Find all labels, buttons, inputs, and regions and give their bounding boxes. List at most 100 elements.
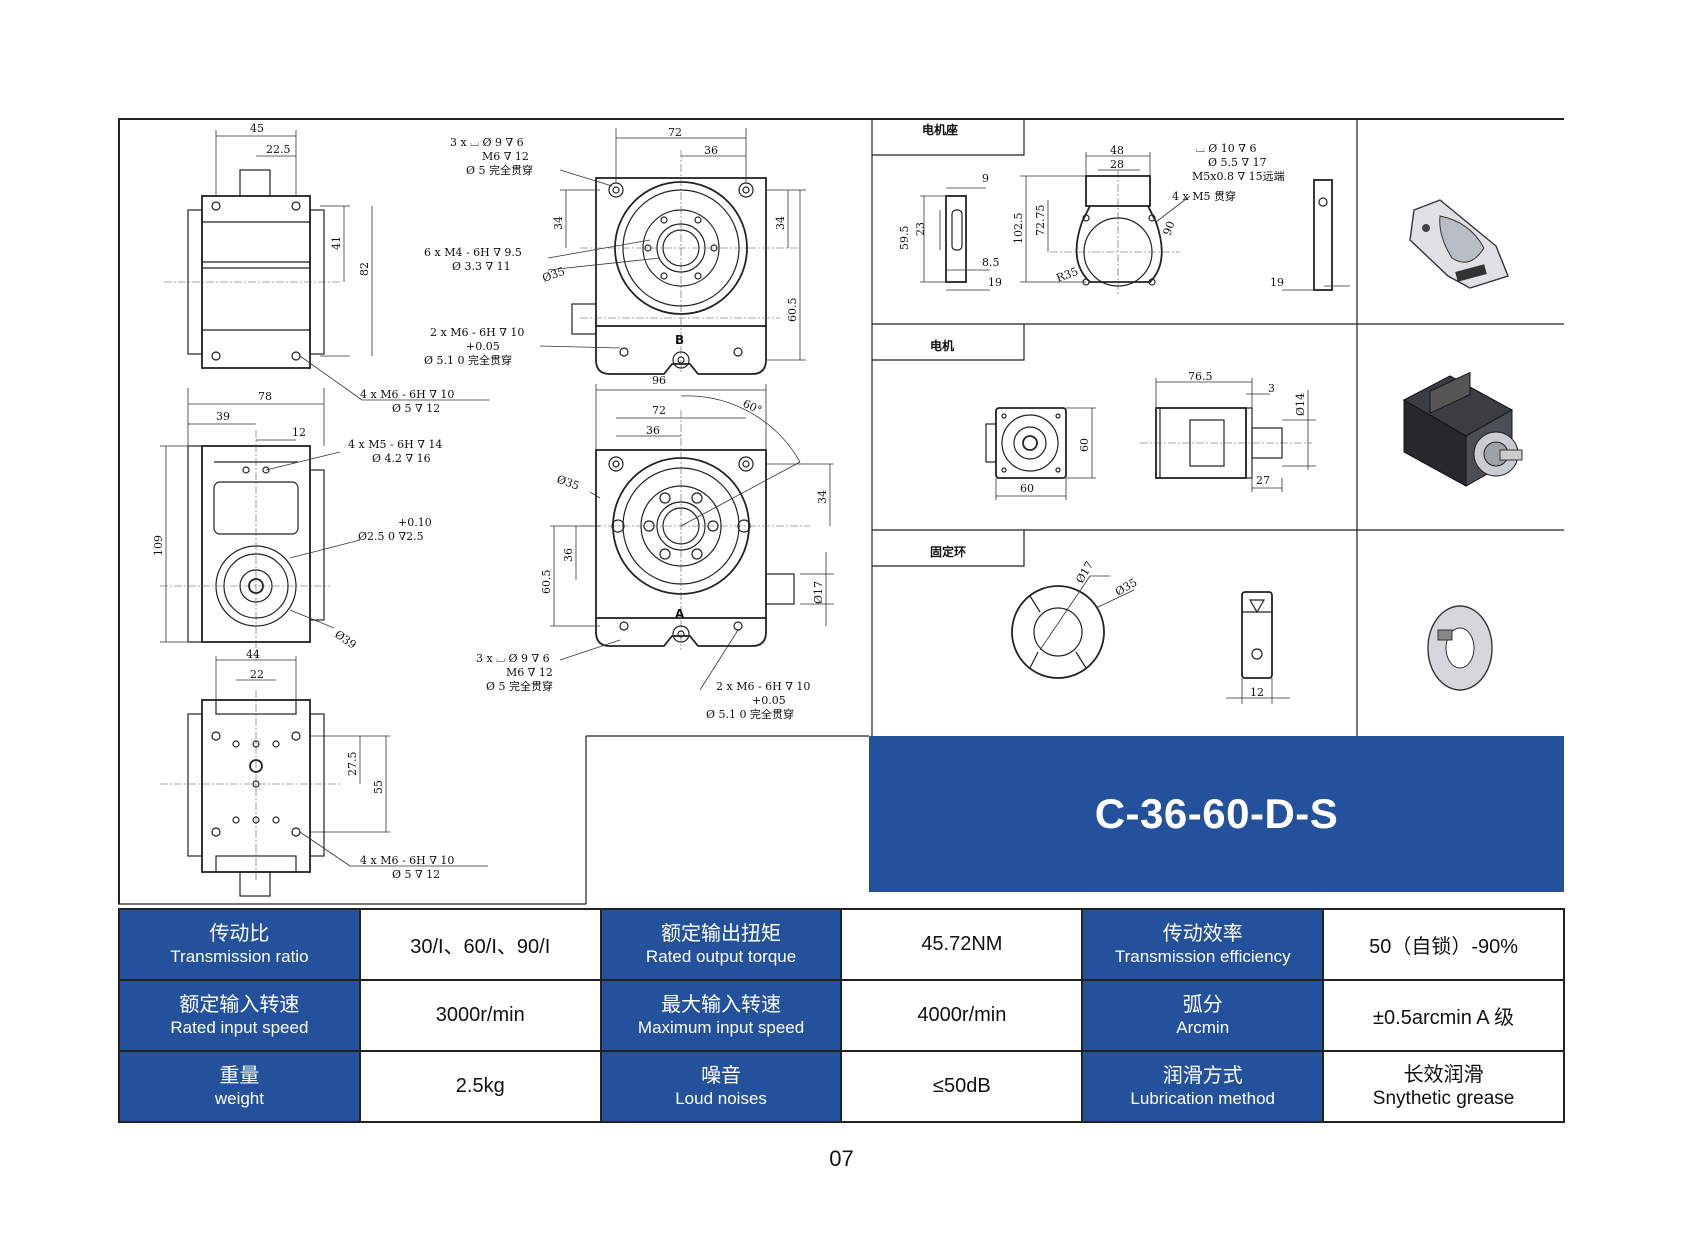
left-bottom-view: 44 22 27.5 55 4 x M6 - 6H ∇ 10 Ø 5 ∇ 12 xyxy=(160,648,488,897)
dim-34-left: 34 xyxy=(552,216,565,230)
mount-callout-1: ⌴ Ø 10 ∇ 6 xyxy=(1196,142,1256,155)
page-number: 07 xyxy=(829,1146,854,1171)
b-callout-6x-sub: Ø 3.3 ∇ 11 xyxy=(452,260,511,273)
dim-a-36-v: 36 xyxy=(562,548,575,562)
drawing-left-border xyxy=(118,118,120,904)
mount-dim-23: 23 xyxy=(914,222,927,236)
dim-45: 45 xyxy=(250,122,264,135)
a-callout-2x-tol: +0.05 xyxy=(752,694,786,707)
b-callout-6x: 6 x M4 - 6H ∇ 9.5 xyxy=(424,246,522,259)
spec-value-maximum-input-speed: 4000r/min xyxy=(840,979,1084,1052)
dim-a-60-5: 60.5 xyxy=(540,570,553,595)
callout-bottom-4x-m6-sub: Ø 5 ∇ 12 xyxy=(392,868,440,881)
mount-dim-8-5: 8.5 xyxy=(982,256,1000,269)
callout-4x-m6-sub: Ø 5 ∇ 12 xyxy=(392,402,440,415)
motor-dim-60-v: 60 xyxy=(1078,438,1091,452)
mount-callout-4: 4 x M5 贯穿 xyxy=(1172,189,1236,203)
b-callout-2x: 2 x M6 - 6H ∇ 10 xyxy=(430,326,524,339)
spec-value-transmission-ratio: 30/I、60/I、90/I xyxy=(358,908,602,981)
fixing-ring-render xyxy=(1427,605,1493,691)
dim-60-deg: 60° xyxy=(741,397,764,417)
dim-55: 55 xyxy=(372,780,385,794)
b-callout-3x-sub: Ø 5 完全贯穿 xyxy=(466,163,533,177)
mount-dim-side-19: 19 xyxy=(1270,276,1284,289)
motor-panel: 电机 60 60 76.5 3 Ø14 27 xyxy=(930,338,1523,500)
view-b-label: B xyxy=(675,333,684,347)
motor-dim-76-5: 76.5 xyxy=(1188,370,1213,383)
motor-render xyxy=(1402,371,1523,487)
callout-dia25: Ø2.5 0 ∇2.5 xyxy=(358,530,424,543)
callout-bottom-4x-m6: 4 x M6 - 6H ∇ 10 xyxy=(360,854,454,867)
dim-a-dia17: Ø17 xyxy=(812,581,825,604)
a-callout-3x: 3 x ⌴ Ø 9 ∇ 6 xyxy=(476,652,550,665)
mount-dim-28: 28 xyxy=(1110,158,1124,171)
dim-96: 96 xyxy=(652,374,666,387)
dim-12: 12 xyxy=(292,426,306,439)
dim-72: 72 xyxy=(668,126,682,139)
a-callout-2x: 2 x M6 - 6H ∇ 10 xyxy=(716,680,810,693)
b-callout-2x-sub: Ø 5.1 0 完全贯穿 xyxy=(424,353,512,367)
dim-82: 82 xyxy=(358,262,371,276)
mount-dim-102-5: 102.5 xyxy=(1012,213,1025,245)
center-view-a: 96 72 36 60° 34 36 60.5 Ø17 Ø35 3 x ⌴ Ø … xyxy=(476,374,834,721)
left-mid-view: 78 39 12 109 4 x M5 - 6H ∇ 14 Ø 4.2 ∇ 16… xyxy=(152,388,442,660)
motor-mount-render xyxy=(1409,199,1509,289)
motor-dim-60-h: 60 xyxy=(1020,482,1034,495)
callout-4x-m6: 4 x M6 - 6H ∇ 10 xyxy=(360,388,454,401)
mount-dim-19: 19 xyxy=(988,276,1002,289)
spec-value-rated-output-torque: 45.72NM xyxy=(840,908,1084,981)
dim-78: 78 xyxy=(258,390,272,403)
dim-109: 109 xyxy=(152,535,165,556)
product-title-banner: C-36-60-D-S xyxy=(869,736,1564,892)
motor-mount-panel: 电机座 9 59.5 23 8.5 19 48 28 102.5 72.75 R… xyxy=(898,122,1509,296)
b-callout-2x-tol: +0.05 xyxy=(466,340,500,353)
a-callout-3x-m6: M6 ∇ 12 xyxy=(506,666,553,679)
mount-dim-48: 48 xyxy=(1110,144,1124,157)
motor-mount-label: 电机座 xyxy=(922,122,958,137)
b-dia35: Ø35 xyxy=(541,265,567,285)
motor-dim-dia14: Ø14 xyxy=(1294,393,1307,416)
dim-22: 22 xyxy=(250,668,264,681)
dim-27-5: 27.5 xyxy=(346,752,359,777)
center-view-b: 72 36 34 34 60.5 3 x ⌴ Ø 9 ∇ 6 M6 ∇ 12 Ø… xyxy=(424,126,806,375)
spec-value-arcmin: ±0.5arcmin A 级 xyxy=(1322,979,1565,1052)
dim-22-5: 22.5 xyxy=(266,143,291,156)
a-callout-2x-sub: Ø 5.1 0 完全贯穿 xyxy=(706,707,794,721)
dim-a-34: 34 xyxy=(816,490,829,504)
left-top-view: 45 22.5 41 82 4 x M6 - 6H ∇ 10 Ø 5 ∇ 12 xyxy=(164,122,490,415)
ring-dim-dia35: Ø35 xyxy=(1113,576,1139,599)
mount-dim-90: 90 xyxy=(1161,219,1178,237)
dim-34-right: 34 xyxy=(774,216,787,230)
dim-a-dia35: Ø35 xyxy=(555,473,581,493)
drawing-top-border xyxy=(118,118,1564,120)
mount-callout-2: Ø 5.5 ∇ 17 xyxy=(1208,156,1267,169)
mount-dim-59-5: 59.5 xyxy=(898,226,911,251)
dim-60-5: 60.5 xyxy=(786,298,799,323)
spec-value-loud-noises: ≤50dB xyxy=(840,1050,1084,1123)
callout-4x-m5-sub: Ø 4.2 ∇ 16 xyxy=(372,452,431,465)
dim-a-72: 72 xyxy=(652,404,666,417)
fixing-ring-panel: 固定环 Ø17 Ø35 12 xyxy=(930,544,1493,704)
b-callout-3x-m6: M6 ∇ 12 xyxy=(482,150,529,163)
b-callout-3x: 3 x ⌴ Ø 9 ∇ 6 xyxy=(450,136,524,149)
fixing-ring-label: 固定环 xyxy=(930,544,966,559)
mount-dim-9: 9 xyxy=(982,172,989,185)
dim-a-36: 36 xyxy=(646,424,660,437)
motor-dim-27: 27 xyxy=(1256,474,1270,487)
dim-36: 36 xyxy=(704,144,718,157)
